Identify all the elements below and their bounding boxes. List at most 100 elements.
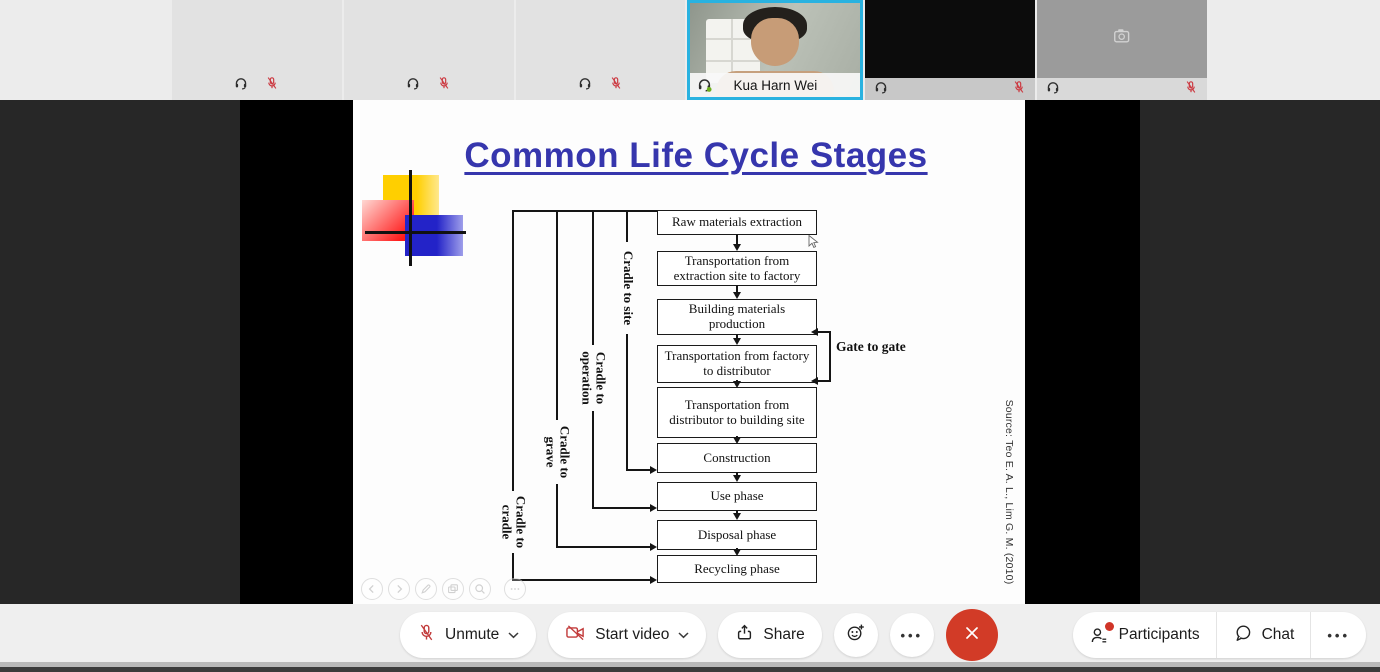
flow-arrow [733, 285, 741, 299]
start-video-button[interactable]: Start video [548, 612, 707, 658]
participant-tile-5[interactable] [865, 0, 1036, 100]
arrow-to-construction [627, 466, 657, 474]
tile-status-bar [1037, 78, 1207, 100]
participants-icon [1089, 621, 1114, 646]
arrow-to-disposal-phase [557, 543, 657, 551]
chevron-down-icon[interactable] [508, 626, 519, 644]
mic-muted-icon [417, 623, 436, 647]
flow-node-building-materials-production: Building materials production [657, 299, 817, 335]
participant-tile-kua-harn-wei[interactable]: Kua Harn Wei [687, 0, 864, 100]
participants-button[interactable]: Participants [1073, 612, 1216, 658]
participant-tile-2[interactable] [343, 0, 514, 100]
smiley-plus-icon [845, 622, 866, 648]
participant-name: Kua Harn Wei [733, 77, 818, 93]
flow-arrow [733, 548, 741, 556]
gate-bracket-bottom-arrow [811, 377, 830, 385]
window-bottom-border [0, 667, 1380, 672]
pen-button[interactable] [415, 578, 437, 600]
flow-node-transport-extraction-to-factory: Transportation from extraction site to f… [657, 251, 817, 286]
more-annotations-button[interactable] [504, 578, 526, 600]
flow-node-disposal-phase: Disposal phase [657, 520, 817, 550]
shared-screen-stage: Common Life Cycle Stages Cradle to s [0, 100, 1380, 604]
chat-button[interactable]: Chat [1215, 612, 1311, 658]
flow-arrow [733, 472, 741, 482]
headset-icon [1046, 80, 1060, 99]
cradle-to-cradle-line [512, 210, 514, 581]
flow-arrow [733, 234, 741, 251]
flow-node-construction: Construction [657, 443, 817, 473]
chevron-down-icon[interactable] [678, 626, 689, 644]
gate-to-gate-label: Gate to gate [836, 339, 906, 354]
headset-active-icon [697, 77, 713, 95]
scope-cradle-to-grave: Cradle to grave [541, 420, 575, 484]
mic-muted-icon [609, 76, 623, 95]
close-x-icon [963, 624, 981, 647]
mic-muted-icon [1012, 80, 1026, 99]
chat-icon [1233, 623, 1253, 648]
ellipsis-icon: ••• [900, 627, 924, 643]
unmute-button[interactable]: Unmute [400, 612, 537, 658]
window-bottom-edge [0, 662, 1380, 667]
more-panels-button[interactable]: ••• [1310, 612, 1366, 658]
reactions-button[interactable] [833, 613, 878, 657]
participant-tile-6[interactable] [1037, 0, 1207, 100]
zoom-button[interactable] [469, 578, 491, 600]
headset-icon [874, 80, 888, 99]
participant-tile-3[interactable] [515, 0, 686, 100]
unmute-label: Unmute [445, 626, 500, 643]
gate-bracket-line [829, 331, 831, 382]
gate-bracket-top-arrow [811, 328, 830, 336]
mic-muted-icon [265, 76, 279, 95]
share-icon [735, 623, 754, 647]
flow-arrow [733, 334, 741, 345]
meeting-controls-bar: Unmute Start video Share ••• [0, 604, 1380, 662]
flow-node-transport-distributor-to-site: Transportation from distributor to build… [657, 387, 817, 438]
participant-tile-1[interactable] [172, 0, 342, 100]
flow-node-transport-factory-to-distributor: Transportation from factory to distribut… [657, 345, 817, 383]
arrow-to-use-phase [593, 504, 657, 512]
flow-node-recycling-phase: Recycling phase [657, 555, 817, 583]
share-label: Share [763, 626, 805, 643]
slide-source-citation: Source: Teo E. A. L., Lim G. M. (2010) [1003, 399, 1015, 585]
more-options-button[interactable]: ••• [889, 613, 934, 657]
scope-cradle-to-site: Cradle to site [618, 242, 638, 334]
cradle-to-site-line [626, 210, 628, 471]
logo-horizontal-line [365, 231, 466, 234]
flow-arrow [733, 510, 741, 520]
slide-letterbox: Common Life Cycle Stages Cradle to s [240, 100, 1140, 604]
presenter-toolbar [361, 578, 526, 600]
ellipsis-icon: ••• [1327, 627, 1350, 643]
flow-arrow [733, 380, 741, 388]
flow-arrow [733, 436, 741, 444]
headset-icon [234, 76, 248, 95]
mic-muted-icon [1184, 80, 1198, 99]
participant-name-bar: Kua Harn Wei [690, 73, 861, 97]
camera-muted-icon [565, 623, 586, 647]
slide-title: Common Life Cycle Stages [464, 136, 928, 175]
camera-placeholder-icon [1113, 28, 1132, 49]
leave-button[interactable] [945, 609, 998, 661]
scope-cradle-to-operation: Cradle to operation [577, 345, 611, 411]
side-panel-buttons: Participants Chat ••• [1072, 612, 1366, 658]
chat-label: Chat [1261, 626, 1295, 643]
participants-label: Participants [1118, 626, 1200, 643]
participants-notification-dot [1104, 621, 1114, 631]
logo-blue-square [405, 215, 463, 256]
mouse-cursor [808, 234, 820, 254]
participants-strip: Kua Harn Wei [0, 0, 1380, 100]
scope-cradle-to-cradle: Cradle to cradle [497, 491, 531, 553]
shared-slide: Common Life Cycle Stages Cradle to s [353, 100, 1025, 604]
mic-muted-icon [437, 76, 451, 95]
headset-icon [578, 76, 592, 95]
headset-icon [406, 76, 420, 95]
next-slide-button[interactable] [388, 578, 410, 600]
previous-slide-button[interactable] [361, 578, 383, 600]
start-video-label: Start video [595, 626, 670, 643]
slide-sorter-button[interactable] [442, 578, 464, 600]
arrow-to-recycling-phase [513, 576, 657, 584]
share-button[interactable]: Share [718, 612, 822, 658]
tile-status-bar [865, 78, 1036, 100]
flow-top-line [512, 210, 658, 212]
logo-vertical-line [409, 170, 412, 266]
